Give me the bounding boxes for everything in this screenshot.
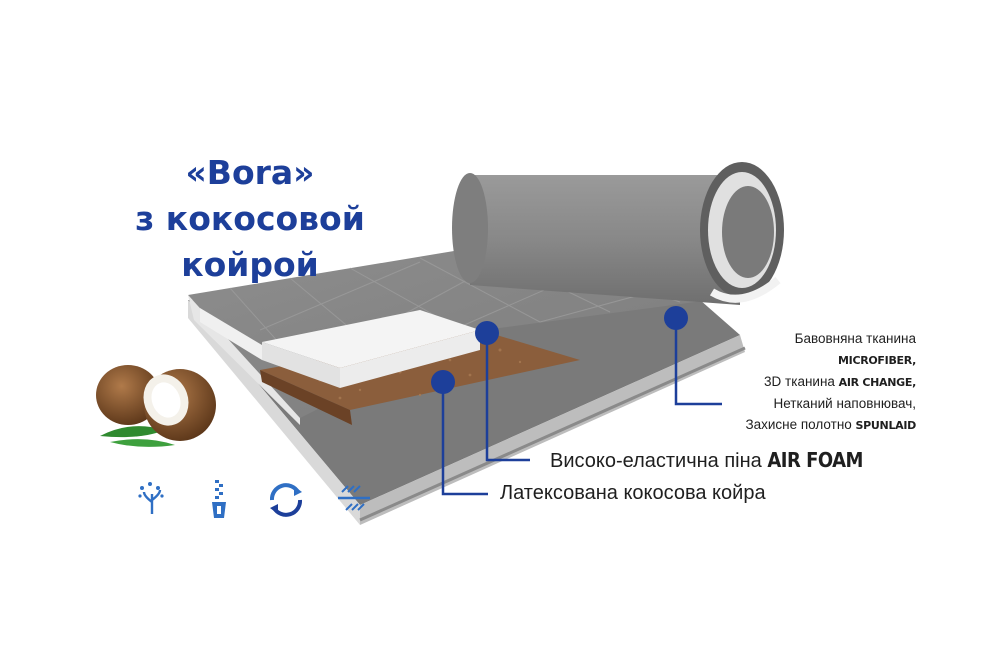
cover-line-5-bold: SPUNLAID	[855, 419, 917, 432]
cover-line-1: Бавовняна тканина	[794, 331, 916, 346]
foam-layer-label: Високо-еластична піна AIR FOAM	[550, 448, 863, 473]
cover-line-3-bold: AIR CHANGE,	[838, 376, 917, 389]
foam-label-bold: AIR FOAM	[767, 448, 863, 472]
mattress-roll	[452, 162, 784, 305]
product-title: «Bora» з кокосовой койрой	[120, 150, 380, 288]
foam-layer	[200, 308, 480, 388]
zipper-icon	[204, 478, 234, 527]
cover-layer-label: Бавовняна тканина MICROFIBER, 3D тканина…	[745, 328, 916, 436]
cover-callout-dot	[664, 306, 688, 330]
cover-line-3-text: 3D тканина	[764, 374, 839, 389]
title-line-3: койрой	[181, 245, 319, 284]
cover-line-4: Нетканий наповнювач,	[773, 396, 916, 411]
coir-layer-label: Латексована кокосова койра	[500, 482, 766, 504]
coconut-image	[96, 365, 216, 447]
breathable-leaf-icon	[132, 478, 172, 523]
coir-callout-dot	[431, 370, 455, 394]
callout-lines	[441, 318, 722, 496]
cover-line-5-text: Захисне полотно	[745, 417, 856, 432]
rotate-arrows-icon	[264, 480, 308, 525]
foam-callout-dot	[475, 321, 499, 345]
title-line-1: «Bora»	[185, 153, 315, 192]
air-flow-icon	[334, 484, 374, 519]
cover-line-2: MICROFIBER,	[838, 354, 916, 367]
foam-label-text: Високо-еластична піна	[550, 450, 768, 472]
title-line-2: з кокосовой	[135, 199, 365, 238]
